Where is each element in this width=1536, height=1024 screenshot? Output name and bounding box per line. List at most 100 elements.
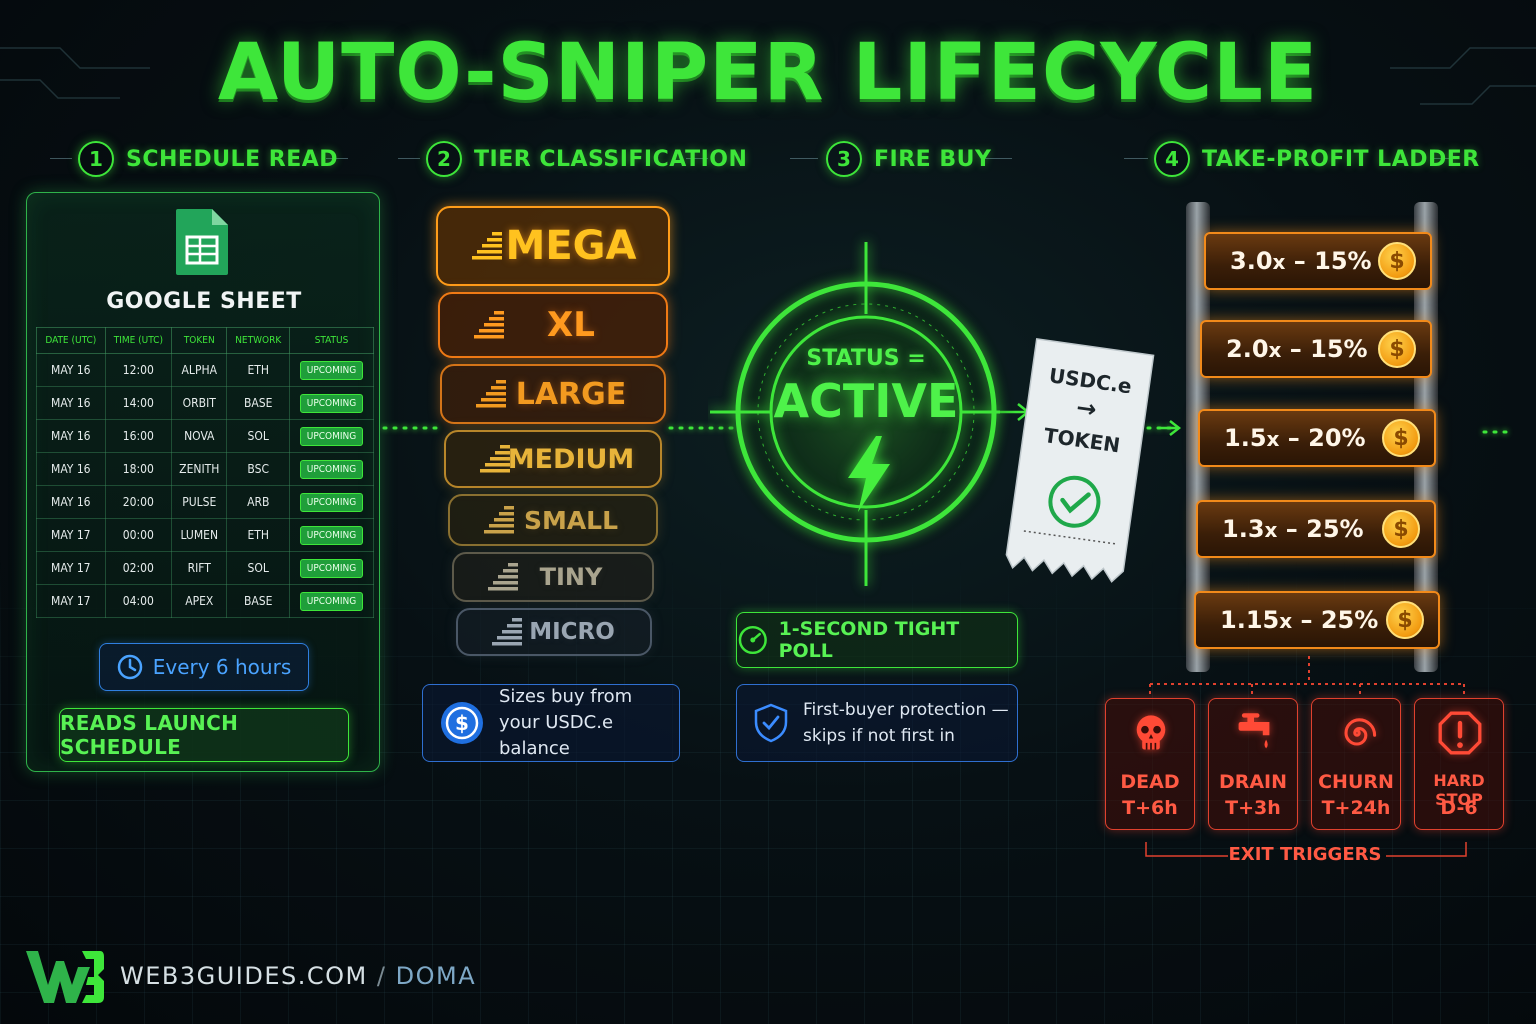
- table-cell: BSC: [226, 452, 290, 486]
- rung-dash: –: [1277, 515, 1307, 543]
- table-cell: ZENITH: [171, 452, 228, 486]
- rung-dash: –: [1279, 424, 1309, 452]
- table-cell: ETH: [226, 353, 290, 387]
- sheet-title: GOOGLE SHEET: [106, 289, 302, 314]
- tier-bars-icon: [480, 445, 510, 473]
- status-pill: UPCOMING: [299, 492, 364, 512]
- rung-x: x: [1279, 609, 1293, 633]
- table-cell: NOVA: [171, 419, 228, 453]
- rung-percent: 15%: [1314, 247, 1372, 275]
- status-cell: UPCOMING: [289, 518, 374, 552]
- svg-text:$: $: [455, 711, 469, 735]
- page-title: AUTO-SNIPER LIFECYCLE: [217, 28, 1319, 118]
- status-label: STATUS =: [806, 346, 926, 371]
- step-number: 4: [1154, 141, 1190, 177]
- tier-bars-icon: [474, 311, 504, 339]
- table-cell: 18:00: [104, 452, 173, 486]
- warning-icon: [1438, 711, 1482, 755]
- step-number: 1: [78, 141, 114, 177]
- tier-bars-icon: [488, 563, 518, 591]
- status-pill: UPCOMING: [299, 459, 364, 479]
- step-1-divider-left: [50, 158, 72, 159]
- step-label: TIER CLASSIFICATION: [474, 146, 748, 172]
- step-1-header: 1 SCHEDULE READ: [78, 140, 338, 178]
- rung-multiplier: 2.0: [1226, 335, 1269, 363]
- table-cell: 12:00: [104, 353, 173, 387]
- column-header: DATE (UTC): [36, 327, 106, 354]
- tier-large: LARGE: [440, 364, 666, 424]
- tight-poll-badge: 1-SECOND TIGHT POLL: [736, 612, 1018, 668]
- interval-label: Every 6 hours: [152, 655, 292, 679]
- usdc-coin-icon: $: [441, 702, 483, 744]
- tier-xl: XL: [438, 292, 668, 358]
- exit-name: CHURN: [1318, 771, 1394, 793]
- footer-section: DOMA: [395, 962, 477, 990]
- exit-time: T+3h: [1225, 797, 1281, 819]
- rung-dash: –: [1292, 606, 1321, 634]
- status-pill: UPCOMING: [299, 426, 364, 446]
- exit-name: HARD STOP: [1433, 771, 1485, 809]
- exit-name: DRAIN: [1218, 771, 1288, 793]
- step-3-header: 3 FIRE BUY: [826, 140, 991, 178]
- table-cell: MAY 17: [36, 584, 106, 618]
- footer-brand: WEB3GUIDES.COM / DOMA: [24, 938, 476, 1014]
- sizing-note-line1: Sizes buy from: [499, 686, 633, 707]
- exit-trigger-drain: DRAIN T+3h: [1208, 698, 1298, 830]
- tier-tiny: TINY: [452, 552, 654, 602]
- dollar-coin-icon: $: [1382, 419, 1420, 457]
- schedule-interval-badge: Every 6 hours: [99, 643, 309, 691]
- faucet-icon: [1238, 713, 1270, 749]
- rung-x: x: [1268, 338, 1282, 362]
- rung-x: x: [1272, 250, 1286, 274]
- step-4-divider-left: [1124, 158, 1148, 159]
- table-cell: RIFT: [171, 551, 228, 585]
- status-pill: UPCOMING: [299, 360, 364, 380]
- step-2-header: 2 TIER CLASSIFICATION: [426, 140, 747, 178]
- rung-x: x: [1266, 427, 1280, 451]
- google-sheets-icon: [176, 209, 228, 275]
- rung-percent: 25%: [1306, 515, 1364, 543]
- table-cell: APEX: [171, 584, 228, 618]
- clock-icon: [117, 654, 142, 680]
- tier-label: SMALL: [523, 505, 619, 535]
- rung-multiplier: 1.5: [1224, 424, 1267, 452]
- status-pill: UPCOMING: [299, 393, 364, 413]
- step-4-header: 4 TAKE-PROFIT LADDER: [1154, 140, 1480, 178]
- step-3-divider-left: [790, 158, 818, 159]
- swap-receipt: USDC.e → TOKEN: [998, 334, 1160, 590]
- tier-label: MICRO: [529, 619, 615, 645]
- launch-schedule-table: DATE (UTC) TIME (UTC) TOKEN NETWORK STAT…: [36, 327, 374, 618]
- step-4-divider-right: [1432, 158, 1456, 159]
- rung-label: 3.0x – 15%: [1230, 247, 1372, 275]
- receipt-paper: [1005, 338, 1155, 583]
- protection-line2: skips if not first in: [803, 726, 955, 746]
- table-header-row: DATE (UTC) TIME (UTC) TOKEN NETWORK STAT…: [36, 327, 374, 354]
- step-1-divider-right: [326, 158, 348, 159]
- table-cell: 04:00: [104, 584, 173, 618]
- footer-text: WEB3GUIDES.COM / DOMA: [120, 962, 476, 990]
- rung-multiplier: 1.3: [1222, 515, 1265, 543]
- exit-time: T+6h: [1122, 797, 1178, 819]
- step-number: 3: [826, 141, 862, 177]
- table-cell: 16:00: [104, 419, 173, 453]
- table-cell: MAY 16: [36, 353, 106, 387]
- rung-label: 1.5x – 20%: [1224, 424, 1366, 452]
- table-cell: LUMEN: [171, 518, 228, 552]
- rung-percent: 15%: [1310, 335, 1368, 363]
- rung-dash: –: [1285, 247, 1315, 275]
- shield-check-icon: [754, 703, 788, 743]
- tier-bars-icon: [472, 232, 502, 260]
- step-label: SCHEDULE READ: [126, 146, 339, 172]
- table-cell: ETH: [226, 518, 290, 552]
- rung-percent: 20%: [1308, 424, 1366, 452]
- table-cell: MAY 16: [36, 485, 106, 519]
- tier-label: LARGE: [515, 376, 627, 412]
- sizing-note: $ Sizes buy from your USDC.e balance: [422, 684, 680, 762]
- status-cell: UPCOMING: [289, 353, 374, 387]
